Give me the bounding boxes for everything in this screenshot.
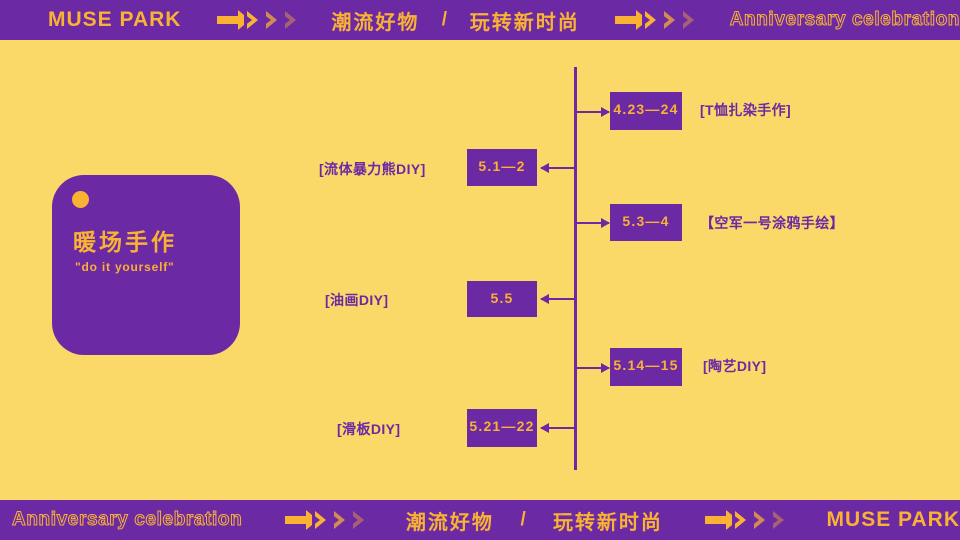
chevron-right-icon [330, 511, 345, 529]
event-label: [T恤扎染手作] [700, 102, 792, 118]
event-label: [流体暴力熊DIY] [319, 161, 426, 177]
header-bar: MUSE PARK 潮流好物 / 玩转新时尚 Anniversary celeb… [0, 0, 960, 40]
chevron-right-icon [281, 11, 296, 29]
event-label: [油画DIY] [325, 292, 389, 308]
arrow-right-icon [615, 10, 695, 30]
hero-subtitle: "do it yourself" [75, 260, 175, 274]
chevron-right-icon [680, 11, 695, 29]
arrow-solid-icon [615, 10, 649, 30]
arrow-right-icon [705, 510, 785, 530]
event-date-box: 5.3—4 [610, 204, 682, 241]
header-anniversary: Anniversary celebration [729, 9, 960, 31]
arrow-right-icon [216, 10, 296, 30]
arrow-solid-icon [705, 510, 739, 530]
chevron-right-icon [661, 11, 676, 29]
chevron-right-icon [349, 511, 364, 529]
footer-bar: Anniversary celebration 潮流好物 / 玩转新时尚 MUS… [0, 500, 960, 540]
timeline-axis [574, 67, 577, 470]
event-date-box: 5.1—2 [467, 149, 537, 186]
dot-icon [72, 191, 89, 208]
footer-tagline-left: 潮流好物 [405, 511, 494, 534]
hero-title: 暖场手作 [73, 229, 177, 255]
connector-arrow [540, 294, 575, 304]
event-label: [滑板DIY] [337, 421, 401, 437]
chevron-right-icon [751, 511, 766, 529]
chevron-right-icon [732, 511, 747, 529]
arrow-solid-icon [216, 10, 250, 30]
arrow-solid-icon [284, 510, 318, 530]
connector-arrow [540, 423, 575, 433]
event-label: [陶艺DIY] [703, 358, 767, 374]
chevron-right-icon [770, 511, 785, 529]
connector-arrow [577, 363, 610, 373]
event-date-box: 4.23—24 [610, 92, 682, 130]
connector-arrow [577, 218, 610, 228]
event-date-box: 5.5 [467, 281, 537, 317]
event-label: 【空军一号涂鸦手绘】 [700, 215, 844, 231]
header-separator: / [441, 9, 448, 30]
connector-arrow [540, 163, 575, 173]
chevron-right-icon [262, 11, 277, 29]
header-tagline-left: 潮流好物 [331, 11, 420, 34]
event-date-box: 5.21—22 [467, 409, 537, 447]
connector-arrow [577, 107, 610, 117]
header-tagline-right: 玩转新时尚 [469, 11, 580, 34]
arrow-right-icon [284, 510, 364, 530]
footer-brand: MUSE PARK [826, 508, 960, 531]
chevron-right-icon [642, 11, 657, 29]
footer-tagline-right: 玩转新时尚 [552, 511, 663, 534]
footer-separator: / [520, 509, 527, 530]
hero-card: 暖场手作 "do it yourself" [52, 175, 240, 355]
chevron-right-icon [243, 11, 258, 29]
chevron-right-icon [311, 511, 326, 529]
event-date-box: 5.14—15 [610, 348, 682, 386]
footer-anniversary: Anniversary celebration [11, 509, 243, 531]
header-brand: MUSE PARK [48, 8, 182, 31]
